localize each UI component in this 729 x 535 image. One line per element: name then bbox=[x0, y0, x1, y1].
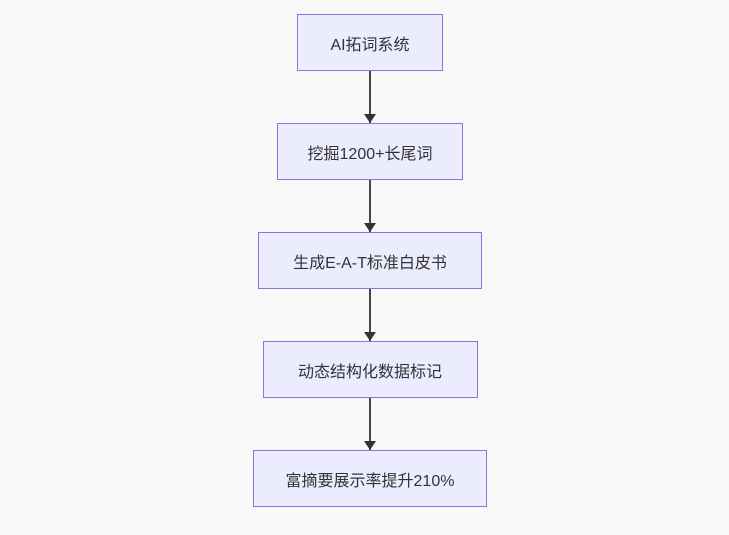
arrowhead-down-icon bbox=[364, 441, 376, 450]
flow-edge-4 bbox=[364, 398, 376, 450]
flow-node-ai-keyword-system: AI拓词系统 bbox=[297, 14, 443, 71]
flow-edge-2 bbox=[364, 180, 376, 232]
flow-edge-1 bbox=[364, 71, 376, 123]
flow-node-rich-snippet-result: 富摘要展示率提升210% bbox=[253, 450, 487, 507]
flow-node-eat-whitepaper: 生成E-A-T标准白皮书 bbox=[258, 232, 482, 289]
flowchart-column: AI拓词系统 挖掘1200+长尾词 生成E-A-T标准白皮书 动态结构化数据标记… bbox=[253, 14, 487, 507]
flow-node-structured-data-markup: 动态结构化数据标记 bbox=[262, 341, 478, 398]
arrowhead-down-icon bbox=[364, 114, 376, 123]
arrowhead-down-icon bbox=[364, 223, 376, 232]
flow-edge-3 bbox=[364, 289, 376, 341]
arrowhead-down-icon bbox=[364, 332, 376, 341]
flow-node-longtail-mining: 挖掘1200+长尾词 bbox=[277, 123, 463, 180]
